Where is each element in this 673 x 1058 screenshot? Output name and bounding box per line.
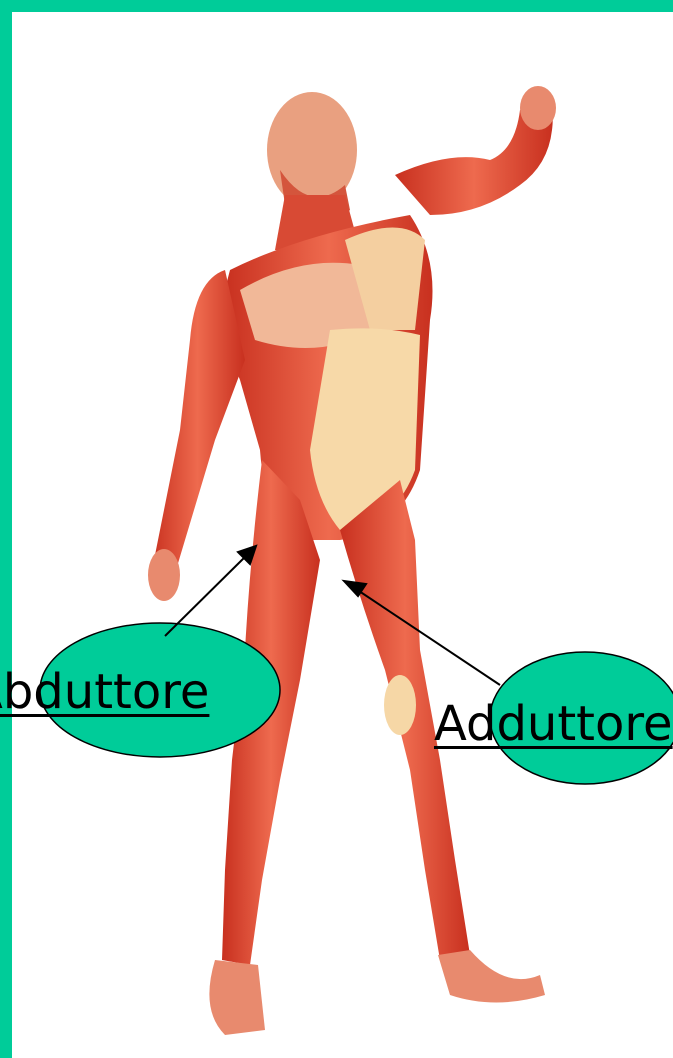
human-muscle-body [148,86,556,1035]
adductor-label: Adduttore [434,700,673,748]
left-knee [384,675,416,735]
hanging-arm [150,270,245,590]
left-foot [438,950,545,1003]
raised-fist [520,86,556,130]
abductor-label: Abduttore [0,668,209,716]
right-foot [209,960,265,1035]
hand [148,549,180,601]
